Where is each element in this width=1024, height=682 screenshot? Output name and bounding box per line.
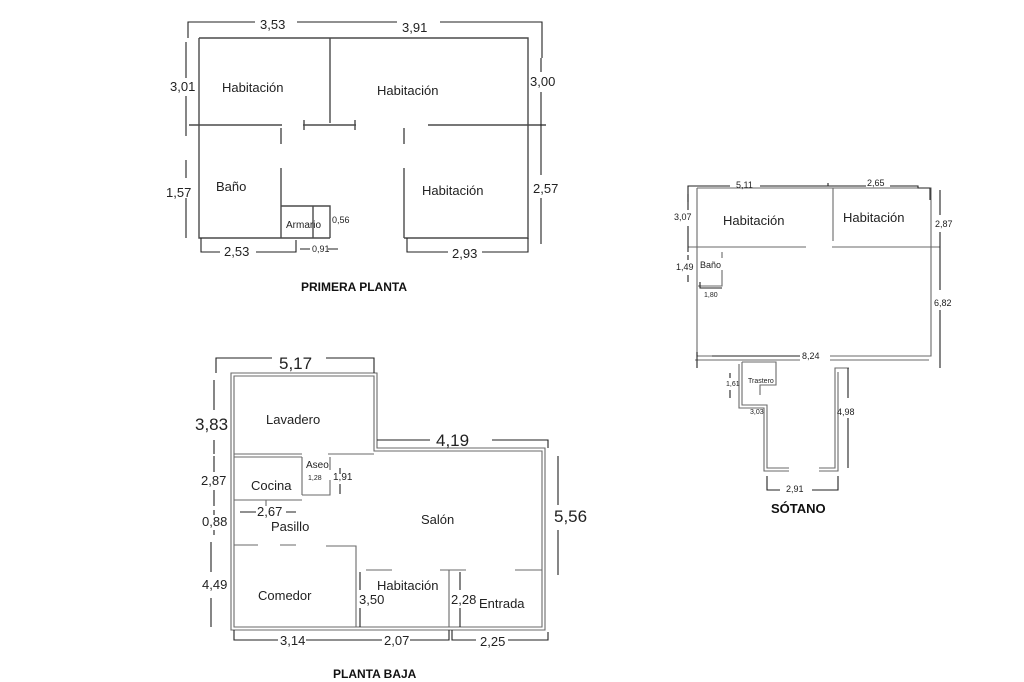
- pb-room-habitacion: Habitación: [377, 578, 438, 593]
- sot-bano-walls: [698, 252, 723, 287]
- sot-dim-top-right-label: 2,65: [867, 178, 885, 188]
- pb-dim-bottom-mid-label: 2,07: [384, 633, 409, 648]
- sot-corridor-double: [738, 364, 839, 472]
- sot-dim-width-label: 8,24: [802, 351, 820, 361]
- pb-aseo-walls: [301, 457, 331, 496]
- pp-dim-bottom-mid-label: 0,91: [312, 244, 330, 254]
- pp-armario-walls: [281, 205, 331, 238]
- sot-dim-right-top-label: 2,87: [935, 219, 953, 229]
- pp-dim-right-top-label: 3,00: [530, 74, 555, 89]
- pp-dim-top: [187, 21, 543, 58]
- pp-outer-walls: [198, 37, 529, 239]
- pp-dim-top-left-label: 3,53: [260, 17, 285, 32]
- pb-cocina-wall: [234, 499, 302, 506]
- pp-room-armario: Armario: [286, 220, 321, 231]
- pp-dim-bottom-right: [406, 238, 529, 253]
- pb-dim-cocina-w-label: 2,67: [257, 504, 282, 519]
- pb-dim-right-label: 5,56: [554, 507, 587, 526]
- pp-title: PRIMERA PLANTA: [301, 280, 407, 294]
- sot-dim-bano-w-label: 1,80: [704, 292, 718, 299]
- pp-dim-armario-label: 0,56: [332, 215, 350, 225]
- pb-room-aseo: Aseo: [306, 460, 329, 471]
- sot-room-trastero: Trastero: [748, 378, 774, 385]
- pp-room-habitacion-3: Habitación: [422, 183, 483, 198]
- sot-dim-bano: [687, 255, 722, 289]
- pb-dim-top-label: 5,17: [279, 354, 312, 373]
- sotano-plan: Habitación Habitación Baño Trastero 5,11…: [674, 178, 953, 516]
- pp-dim-bottom-left-label: 2,53: [224, 244, 249, 259]
- sot-title: SÓTANO: [771, 501, 826, 516]
- pb-dim-entrada-h-label: 2,28: [451, 592, 476, 607]
- sot-dim-trastero-w-label: 3,03: [750, 409, 764, 416]
- pb-habitacion-walls: [366, 569, 466, 627]
- pb-dim-bottom: [233, 630, 450, 641]
- sot-room-habitacion-2: Habitación: [843, 210, 904, 225]
- pb-dim-aseo-h-label: 1,91: [333, 472, 353, 483]
- pp-dim-left-bottom-label: 1,57: [166, 185, 191, 200]
- pp-dim-bottom-left: [200, 238, 297, 253]
- pb-dim-aseo-w-label: 1,28: [308, 475, 322, 482]
- pb-room-comedor: Comedor: [258, 588, 312, 603]
- pb-dim-cocina-h-label: 2,87: [201, 473, 226, 488]
- pp-door-ticks: [303, 120, 356, 130]
- pp-room-bano: Baño: [216, 179, 246, 194]
- sot-dim-bano-h-label: 1,49: [676, 262, 694, 272]
- pb-title: PLANTA BAJA: [333, 667, 417, 681]
- pb-dim-bottom-right-label: 2,25: [480, 634, 505, 649]
- pb-dim-habitacion-h-label: 3,50: [359, 592, 384, 607]
- sot-dim-width: [696, 352, 800, 368]
- pb-dim-bottom-left-label: 3,14: [280, 633, 305, 648]
- pb-room-entrada: Entrada: [479, 596, 525, 611]
- sot-dim-corridor-w-label: 2,91: [786, 484, 804, 494]
- pb-room-salon: Salón: [421, 512, 454, 527]
- pp-room-habitacion-2: Habitación: [377, 83, 438, 98]
- pb-dim-left-top-label: 3,83: [195, 415, 228, 434]
- planta-baja-plan: Lavadero Aseo Cocina Pasillo Salón Comed…: [195, 354, 587, 681]
- pp-dim-bottom-right-label: 2,93: [452, 246, 477, 261]
- sot-dim-corridor-w: [766, 476, 839, 491]
- pb-room-cocina: Cocina: [251, 478, 292, 493]
- pb-room-lavadero: Lavadero: [266, 412, 320, 427]
- pp-dim-left-top-label: 3,01: [170, 79, 195, 94]
- primera-planta-plan: Habitación Habitación Baño Habitación Ar…: [166, 17, 558, 294]
- sot-dim-right-main-label: 6,82: [934, 298, 952, 308]
- sot-trastero-corridor: [741, 361, 849, 469]
- pb-comedor-wall: [326, 545, 357, 627]
- sot-dim-top-left-label: 5,11: [736, 180, 753, 190]
- sot-dim-trastero-h-label: 1,61: [726, 381, 740, 388]
- pb-outer-walls: [233, 375, 543, 628]
- pp-dim-right-bottom-label: 2,57: [533, 181, 558, 196]
- sot-dim-top: [687, 183, 931, 202]
- sot-room-habitacion-1: Habitación: [723, 213, 784, 228]
- pb-dim-pasillo-h-label: 0,88: [202, 514, 227, 529]
- sot-dim-corridor-h-label: 4,98: [837, 407, 855, 417]
- pb-room-pasillo: Pasillo: [271, 519, 309, 534]
- pb-outer-walls-outer: [230, 372, 546, 631]
- pp-dim-top-right-label: 3,91: [402, 20, 427, 35]
- pb-dim-comedor-h-label: 4,49: [202, 577, 227, 592]
- pp-room-habitacion-1: Habitación: [222, 80, 283, 95]
- pb-dim-top: [215, 357, 375, 373]
- sot-dim-left-top-label: 3,07: [674, 212, 692, 222]
- pb-dim-mid-top: [377, 439, 549, 448]
- sot-room-bano: Baño: [700, 260, 721, 270]
- pb-dim-bottom-right: [451, 630, 549, 641]
- pb-dim-mid-top-label: 4,19: [436, 431, 469, 450]
